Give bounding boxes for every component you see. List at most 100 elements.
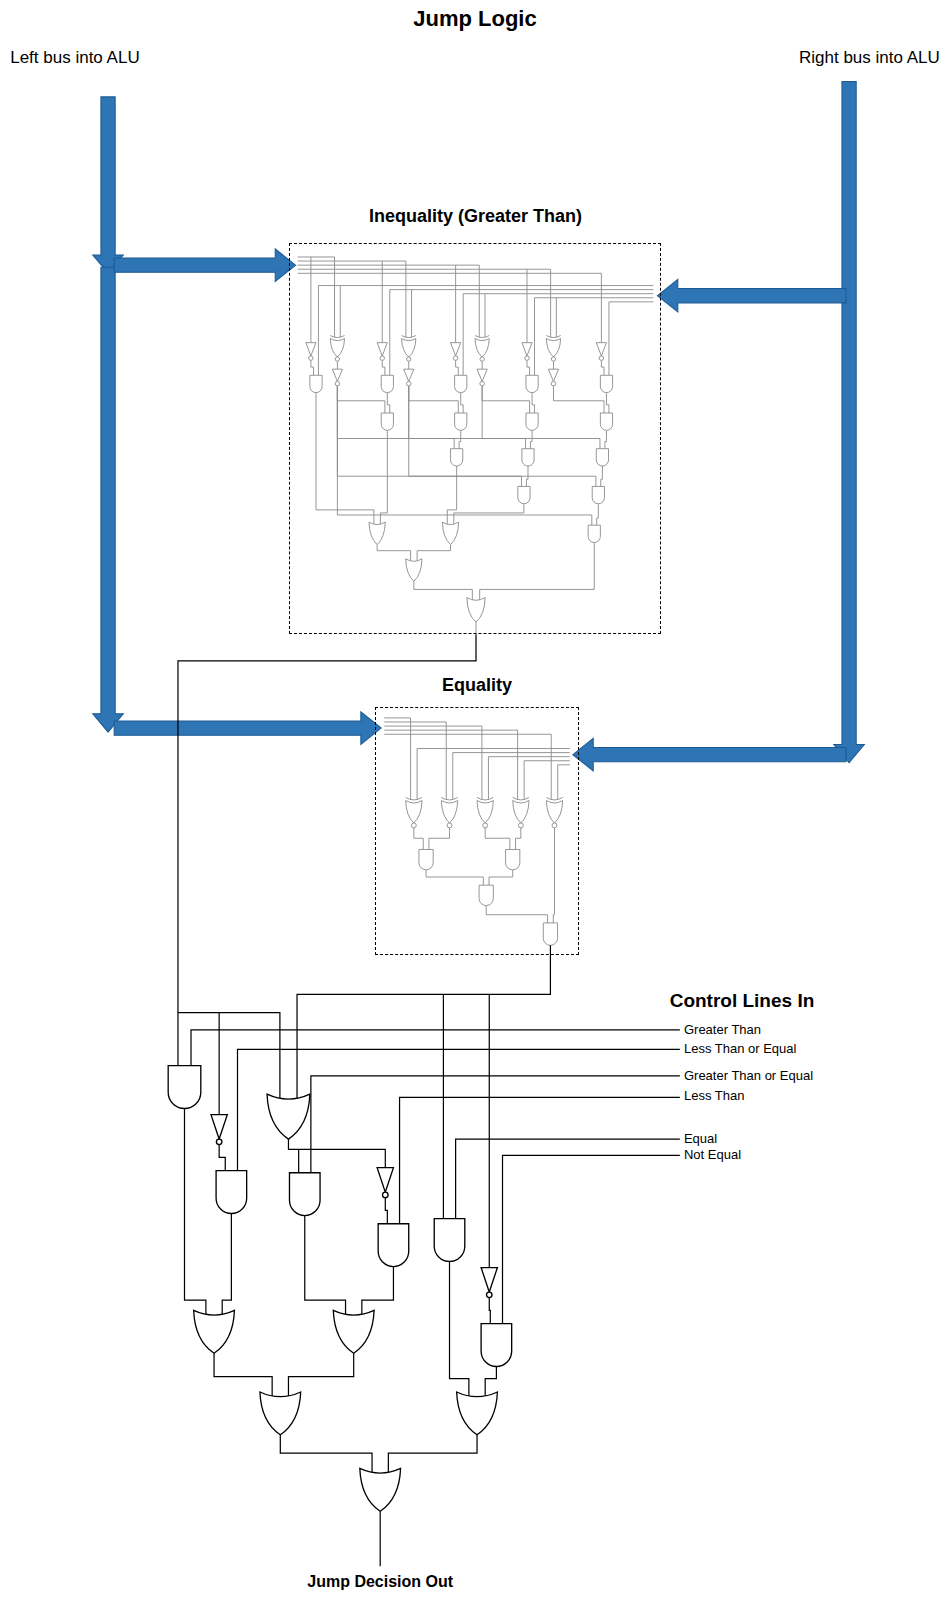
wire	[382, 360, 385, 375]
wire	[214, 1353, 272, 1396]
and-gate	[600, 375, 612, 392]
and-gate	[522, 449, 534, 466]
or-gate	[194, 1310, 235, 1353]
signal-label: Less Than or Equal	[684, 1042, 797, 1057]
wire	[280, 1435, 372, 1473]
inversion-bubble	[335, 381, 339, 385]
wire	[409, 386, 459, 413]
or-gate	[442, 522, 458, 544]
signal-label: Less Than	[684, 1089, 744, 1104]
wire	[237, 1049, 679, 1170]
signal-label: Greater Than	[684, 1022, 761, 1037]
wire	[337, 386, 521, 487]
not-gate	[481, 1268, 497, 1292]
wire	[384, 734, 551, 799]
wire	[479, 265, 480, 337]
comparator-box: Equality	[375, 673, 579, 954]
wire	[288, 1139, 385, 1168]
box-heading: Equality	[375, 673, 579, 697]
inversion-bubble	[525, 356, 529, 360]
wire	[606, 393, 608, 413]
wire	[480, 543, 595, 600]
signal-label: Equal	[684, 1132, 717, 1147]
xor-input-curve	[406, 797, 422, 799]
wire	[298, 1149, 299, 1172]
wire	[459, 430, 461, 448]
wire	[443, 994, 444, 1218]
bus-arrow	[657, 279, 846, 312]
wire	[311, 360, 314, 375]
xnor-gate	[477, 801, 493, 823]
signal-label: Greater Than or Equal	[684, 1068, 813, 1083]
wire	[558, 765, 570, 800]
not-gate	[596, 343, 606, 356]
wire	[454, 504, 524, 524]
xor-input-curve	[475, 336, 489, 338]
xor-input-curve	[330, 336, 344, 338]
wire	[400, 1097, 680, 1223]
and-gate	[451, 449, 463, 466]
or-gate	[267, 1094, 310, 1139]
inversion-bubble	[518, 823, 523, 828]
wire	[535, 297, 654, 298]
and-gate	[526, 413, 538, 430]
inversion-bubble	[335, 357, 339, 361]
wire	[219, 1013, 220, 1115]
wire	[219, 1145, 225, 1171]
wire	[298, 261, 406, 262]
and-gate	[168, 1066, 201, 1109]
inversion-bubble	[411, 823, 416, 828]
wire	[409, 386, 526, 449]
wire	[527, 360, 530, 375]
wire	[426, 870, 483, 885]
and-gate	[455, 375, 467, 392]
wire	[601, 466, 603, 486]
or-gate	[467, 598, 485, 622]
wire	[298, 265, 480, 266]
wire	[597, 504, 599, 525]
xor-input-curve	[402, 336, 416, 338]
and-gate	[434, 1219, 465, 1262]
not-gate	[306, 343, 316, 356]
xor-input-curve	[441, 797, 457, 799]
wire	[310, 257, 311, 343]
not-gate	[332, 369, 342, 381]
signal-label: Not Equal	[684, 1148, 741, 1163]
and-gate	[419, 849, 433, 869]
wire	[405, 261, 406, 337]
wire	[553, 828, 554, 923]
wire	[178, 634, 476, 1065]
bus-arrow	[93, 97, 124, 273]
signal-label: Right bus into ALU	[799, 48, 940, 68]
and-gate	[481, 1324, 512, 1367]
wire	[489, 1298, 490, 1324]
wire	[298, 256, 335, 257]
and-gate	[381, 375, 393, 392]
inversion-bubble	[480, 381, 484, 385]
wire	[450, 1261, 469, 1395]
inversion-bubble	[380, 356, 384, 360]
wire	[532, 393, 534, 413]
or-gate	[260, 1392, 301, 1435]
signal-label: Control Lines In	[670, 990, 815, 1012]
and-gate	[596, 449, 608, 466]
or-gate	[360, 1468, 401, 1511]
and-gate	[216, 1171, 247, 1214]
inversion-bubble	[551, 357, 555, 361]
wire	[184, 1108, 205, 1314]
not-gate	[377, 1168, 393, 1192]
wire	[384, 726, 482, 799]
inversion-bubble	[406, 381, 410, 385]
wire	[316, 393, 374, 525]
wire	[288, 1353, 353, 1396]
wire	[362, 1267, 394, 1315]
wire	[337, 386, 384, 413]
comparator-gates	[406, 797, 563, 945]
and-gate	[289, 1173, 320, 1216]
inversion-bubble	[480, 357, 484, 361]
and-gate	[588, 525, 600, 542]
wire	[384, 722, 446, 800]
or-gate	[406, 559, 422, 581]
